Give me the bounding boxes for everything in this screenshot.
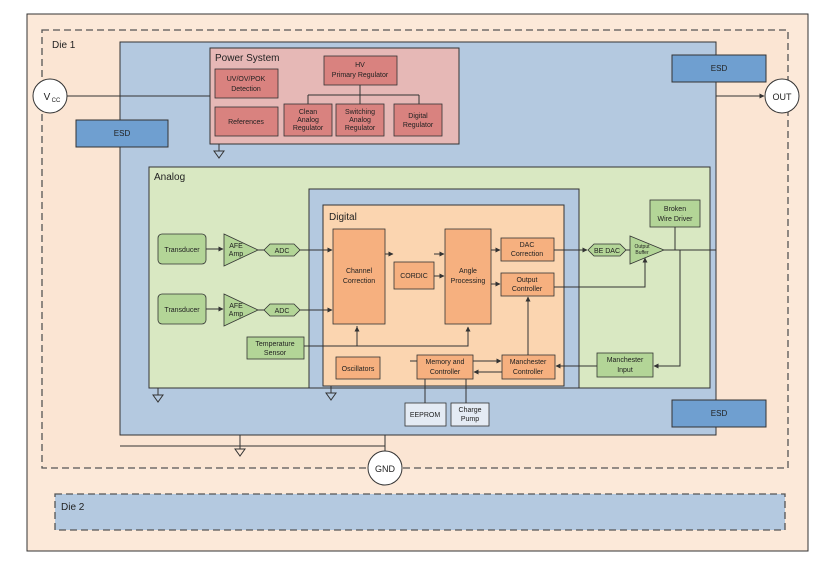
manchester-input-label-2: Input <box>617 367 633 374</box>
vcc-pin-label: V <box>44 92 51 103</box>
afe-amp-2 <box>223 293 259 327</box>
uvovpok-label: UV/OV/POK <box>227 76 266 83</box>
cordic-block <box>393 261 435 290</box>
digital-regulator-label-2: Regulator <box>403 122 434 129</box>
charge-pump-label-2: Pump <box>461 416 479 423</box>
esd-label-left: ESD <box>114 129 131 138</box>
output-controller-label-1: Output <box>516 277 537 284</box>
temperature-sensor-label-1: Temperature <box>255 341 294 348</box>
digital-title: Digital <box>329 212 357 223</box>
output-buffer-label-2: Buffer <box>635 250 649 256</box>
afe-amp-2-label-2: Amp <box>229 311 244 318</box>
digital-regulator-block <box>393 103 443 137</box>
switching-analog-label-1: Switching <box>345 109 375 116</box>
hv-to-regulators-wire <box>307 85 420 104</box>
manchester-controller-label-1: Manchester <box>510 359 547 366</box>
uvovpok-block <box>214 68 279 99</box>
ground-symbol-analog <box>152 388 164 403</box>
uvovpok-label-2: Detection <box>231 86 261 93</box>
memory-controller-block <box>416 354 474 380</box>
switching-analog-label-2: Analog <box>349 117 371 124</box>
esd-label-bottom-right: ESD <box>711 409 728 418</box>
dac-correction-label-2: Correction <box>511 251 543 258</box>
power-system-title: Power System <box>215 53 279 64</box>
angle-processing-label-2: Processing <box>451 278 486 285</box>
wire-memory-eeprom <box>424 379 467 403</box>
out-pin <box>764 78 800 114</box>
dac-correction-label-1: DAC <box>520 242 535 249</box>
wire-output-ctrl-buffer <box>554 257 648 288</box>
hv-regulator-block <box>323 55 398 86</box>
cordic-label: CORDIC <box>400 273 428 280</box>
digital-regulator-label-1: Digital <box>408 113 428 120</box>
die1-label: Die 1 <box>52 40 76 51</box>
out-pin-label: OUT <box>773 92 793 102</box>
ground-symbol-power <box>213 144 225 159</box>
esd-block-left <box>75 119 169 148</box>
channel-correction-label-1: Channel <box>346 268 373 275</box>
die2-container <box>54 493 786 531</box>
analog-title: Analog <box>154 172 185 183</box>
charge-pump-label-1: Charge <box>459 407 482 414</box>
temperature-sensor-label-2: Sensor <box>264 350 287 357</box>
manchester-controller-label-2: Controller <box>513 369 544 376</box>
gnd-pin-label: GND <box>375 464 396 474</box>
channel-correction-label-2: Correction <box>343 278 375 285</box>
ground-symbol-digital <box>325 386 337 401</box>
hv-regulator-label-2: Primary Regulator <box>332 72 389 79</box>
afe-amp-1-label-2: Amp <box>229 251 244 258</box>
transducer-2-label: Transducer <box>164 307 200 314</box>
memory-controller-label-1: Memory and <box>426 359 465 366</box>
output-buffer-label-1: Output <box>634 244 650 250</box>
gnd-pin <box>367 450 403 486</box>
be-dac-label: BE DAC <box>594 248 620 255</box>
clean-analog-regulator-block <box>283 103 333 137</box>
temperature-sensor-block <box>246 336 305 360</box>
afe-amp-1-label-1: AFE <box>229 243 243 250</box>
angle-processing-block <box>444 228 492 325</box>
esd-block-bottom-right <box>671 399 767 428</box>
afe-amp-1 <box>223 233 259 267</box>
clean-analog-label-3: Regulator <box>293 125 324 132</box>
afe-amp-2-label-1: AFE <box>229 303 243 310</box>
switching-analog-regulator-block <box>335 103 385 137</box>
manchester-input-block <box>596 352 654 378</box>
manchester-input-label-1: Manchester <box>607 357 644 364</box>
oscillators-label: Oscillators <box>342 366 375 373</box>
clean-analog-label-1: Clean <box>299 109 317 116</box>
transducer-1-label: Transducer <box>164 247 200 254</box>
output-controller-label-2: Controller <box>512 286 543 293</box>
wire-gnd <box>120 435 386 451</box>
memory-controller-label-2: Controller <box>430 369 461 376</box>
esd-block-top-right <box>671 54 767 83</box>
references-block <box>214 106 279 137</box>
references-label: References <box>228 119 264 126</box>
vcc-pin-subscript: CC <box>52 98 61 104</box>
eeprom-label: EEPROM <box>410 412 441 419</box>
broken-wire-label-2: Wire Driver <box>658 216 694 223</box>
adc-1-label: ADC <box>275 248 290 255</box>
angle-processing-label-1: Angle <box>459 268 477 275</box>
channel-correction-block <box>332 228 386 325</box>
vcc-pin <box>32 78 68 114</box>
die2-label: Die 2 <box>61 502 85 513</box>
clean-analog-label-2: Analog <box>297 117 319 124</box>
charge-pump-block <box>450 402 490 427</box>
broken-wire-label-1: Broken <box>664 206 686 213</box>
adc-2-label: ADC <box>275 308 290 315</box>
hv-regulator-label: HV <box>355 62 365 69</box>
broken-wire-driver-block <box>649 199 701 228</box>
output-controller-block <box>500 272 555 297</box>
esd-label-top-right: ESD <box>711 64 728 73</box>
wire-buffer-manchester <box>653 250 681 369</box>
switching-analog-label-3: Regulator <box>345 125 376 132</box>
oscillators-block <box>335 356 381 380</box>
